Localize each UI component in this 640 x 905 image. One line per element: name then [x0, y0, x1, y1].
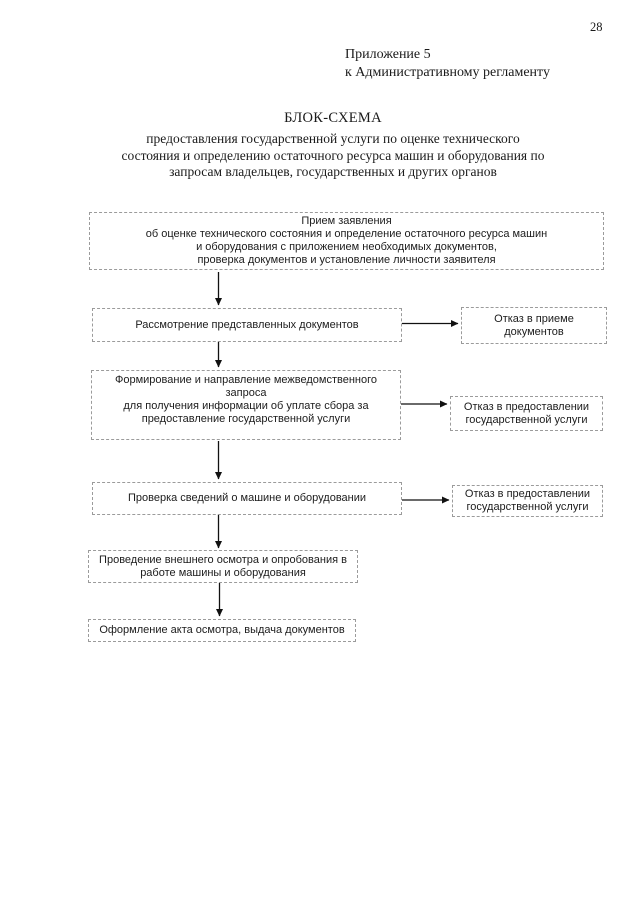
rejection-box-documents: Отказ в приеме документов	[461, 307, 607, 344]
appendix-line-2: к Административному регламенту	[345, 65, 550, 80]
rejection-box-service-1: Отказ в предоставлении государственной у…	[450, 396, 603, 431]
flow-step-application-reception: Прием заявления об оценке технического с…	[89, 212, 604, 270]
flow-step-inspection-act: Оформление акта осмотра, выдача документ…	[88, 619, 356, 642]
appendix-line-1: Приложение 5	[345, 47, 431, 62]
flow-step-documents-review: Рассмотрение представленных документов	[92, 308, 402, 342]
appendix-reference: Приложение 5 к Административному регламе…	[345, 46, 550, 82]
title-block: БЛОК-СХЕМА предоставления государственно…	[28, 110, 638, 181]
document-title: БЛОК-СХЕМА	[284, 110, 382, 126]
flow-step-external-inspection: Проведение внешнего осмотра и опробовани…	[88, 550, 358, 583]
page-number: 28	[590, 20, 603, 34]
document-subtitle: предоставления государственной услуги по…	[121, 131, 545, 179]
flow-step-machine-data-check: Проверка сведений о машине и оборудовани…	[92, 482, 402, 515]
rejection-box-service-2: Отказ в предоставлении государственной у…	[452, 485, 603, 517]
flow-step-interagency-request: Формирование и направление межведомствен…	[91, 370, 401, 440]
